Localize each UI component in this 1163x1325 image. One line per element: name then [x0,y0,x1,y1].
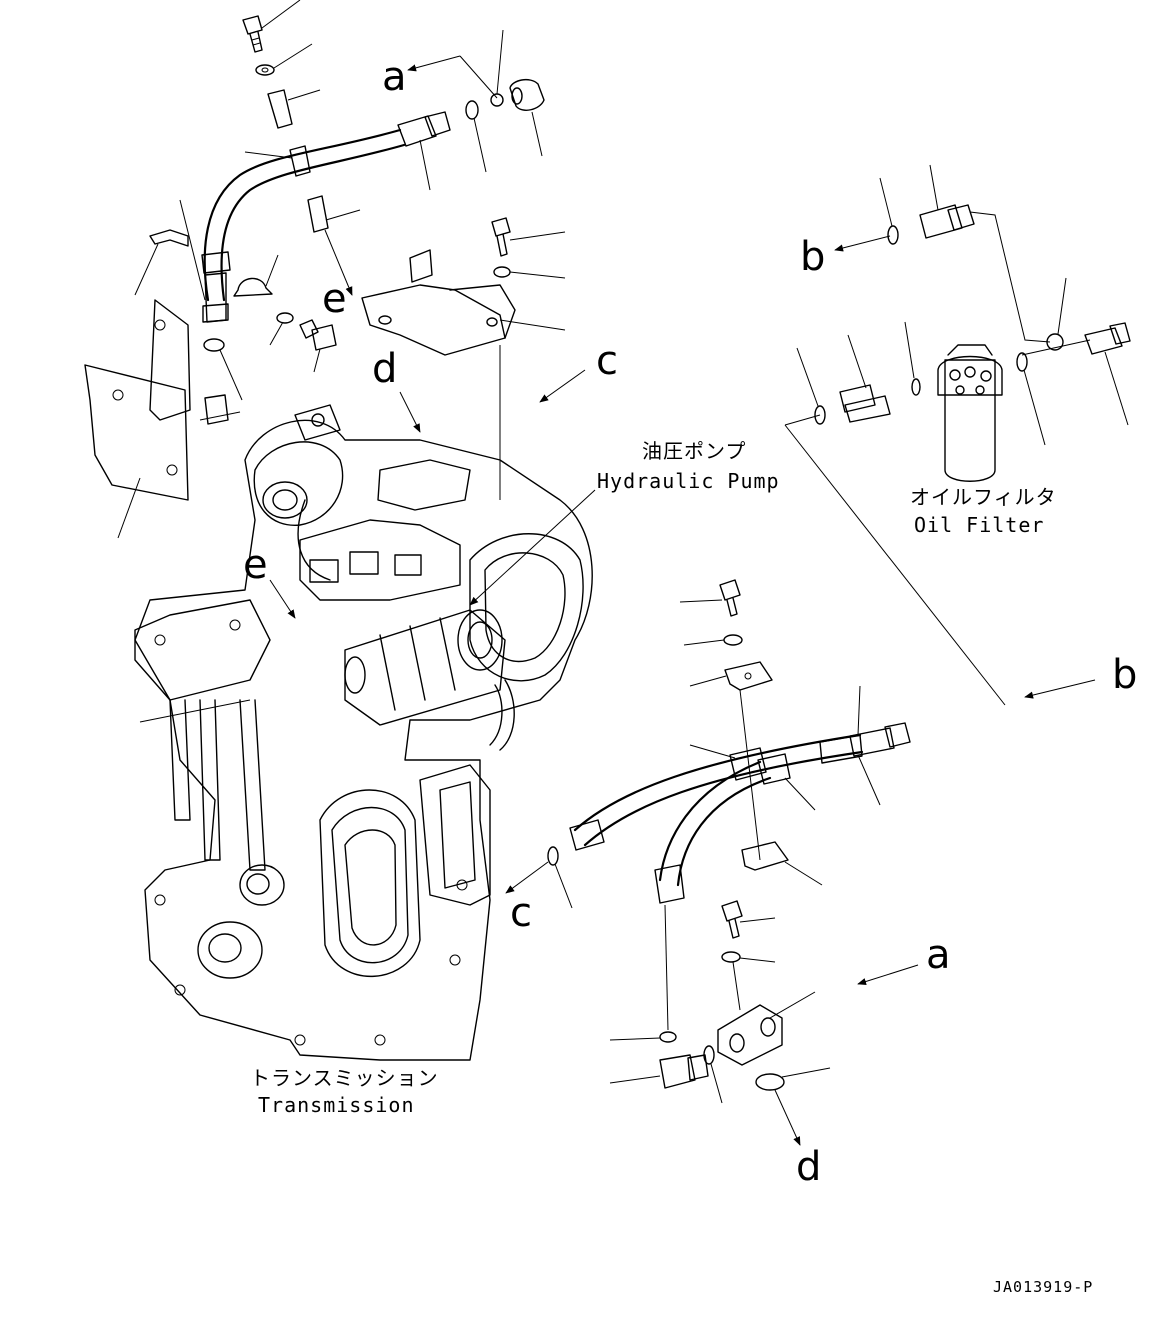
ref-b-right: b [1112,652,1137,698]
bracket-bolt [491,217,566,500]
transmission-label: Transmission [258,1093,415,1117]
oil-filter-assembly [784,164,1131,706]
spacer-top [267,89,293,129]
hydraulic-pump [344,609,506,726]
transmission-label-jp: トランスミッション [250,1066,439,1090]
ref-a-top: a [382,54,407,100]
adapter-block [717,1004,783,1066]
washer-top [255,64,275,76]
hydraulic-pump-label: Hydraulic Pump [597,469,780,493]
ref-b-top: b [800,234,825,280]
hydraulic-pump-label-jp: 油圧ポンプ [642,439,746,463]
fitting-top-a [459,29,545,173]
oil-filter [944,359,996,482]
lower-hose-assembly [547,579,911,1104]
half-clamp [233,277,273,297]
transmission-assembly [134,345,593,1061]
lower-hose-2 [658,760,762,882]
reference-arrows [269,55,1096,1146]
upper-hose-assembly [134,0,451,425]
drawing-code: JA013919-P [993,1278,1093,1296]
ref-c-top: c [596,338,618,384]
ref-e-middle: e [243,542,268,588]
lower-hose-1 [573,733,862,832]
upper-hose [203,128,402,302]
bolt-top [242,15,263,53]
hose-clip [149,229,189,247]
ref-d-top: d [372,346,397,392]
ref-d-bottom: d [796,1144,821,1190]
mounting-plates [84,299,191,539]
reference-letters: a a b b c c d d e e [243,54,1137,1190]
oil-filter-label-jp: オイルフィルタ [910,485,1057,509]
oil-filter-label: Oil Filter [914,513,1044,537]
ref-c-bottom: c [510,890,532,936]
bracket-box [361,249,566,356]
ref-e-top: e [322,276,347,322]
component-captions: 油圧ポンプ Hydraulic Pump オイルフィルタ Oil Filter … [250,439,1057,1117]
ref-a-bottom: a [926,932,951,978]
